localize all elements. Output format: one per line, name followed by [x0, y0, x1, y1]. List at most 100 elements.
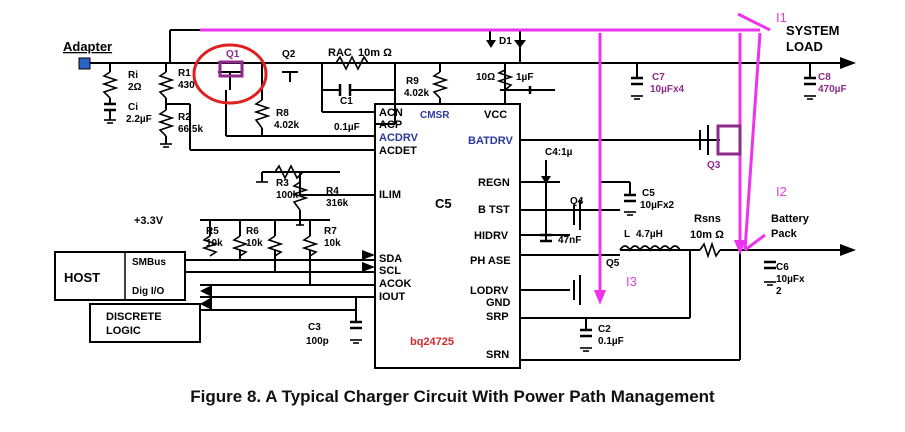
- r4-value: 316k: [326, 198, 349, 209]
- c1-value: 0.1µF: [334, 122, 360, 133]
- pin-iout: IOUT: [379, 291, 406, 303]
- q1-body: [218, 60, 244, 78]
- host-box: [54, 251, 186, 301]
- ic-c5-body: [374, 103, 521, 369]
- l-value: 4.7µH: [636, 229, 663, 240]
- r6-value: 10k: [246, 238, 263, 249]
- rac-label: RAC: [328, 47, 352, 59]
- c7-label: C7: [652, 72, 665, 83]
- battery-label-2: Pack: [771, 228, 798, 240]
- r1-value: 430: [178, 80, 195, 91]
- cmsr-label: CMSR: [420, 110, 450, 121]
- pin-acdet: ACDET: [379, 145, 417, 157]
- c1u-label: 1µF: [516, 72, 533, 83]
- q1-highlight-circle: [192, 43, 268, 105]
- q3-label: Q3: [707, 160, 721, 171]
- r1-label: R1: [178, 68, 191, 79]
- c4-label: C4:1µ: [545, 147, 573, 158]
- pin-sda: SDA: [379, 253, 402, 265]
- annotation-i2: I2: [776, 184, 787, 199]
- c6-value-1: 10µFx: [776, 274, 805, 285]
- current-path-arrows: [594, 240, 746, 305]
- discrete-label-1: DISCRETE: [106, 311, 162, 323]
- c7-value: 10µFx4: [650, 84, 685, 95]
- r5-label: R5: [206, 226, 219, 237]
- r8-label: R8: [276, 108, 289, 119]
- q2-label: Q2: [282, 49, 296, 60]
- d1-label: D1: [499, 36, 512, 47]
- r3-value: 100k: [276, 190, 299, 201]
- inductor-l: [619, 245, 681, 252]
- r5-value: 10k: [206, 238, 223, 249]
- pin-btst: B TST: [478, 204, 510, 216]
- ic-part-label: bq24725: [410, 336, 454, 348]
- ri-value: 2Ω: [128, 82, 142, 93]
- ground-symbols: [104, 95, 816, 352]
- r6-label: R6: [246, 226, 259, 237]
- q1-label: Q1: [226, 49, 240, 60]
- system-load-label-1: SYSTEM: [786, 23, 839, 38]
- q3-body: [716, 124, 742, 156]
- ci-label: Ci: [128, 102, 138, 113]
- r9-value: 4.02k: [404, 88, 429, 99]
- c3-label: C3: [308, 322, 321, 333]
- arrowheads: [200, 57, 856, 310]
- pin-hidrv: HIDRV: [474, 230, 509, 242]
- pin-acn: ACN: [379, 107, 403, 119]
- c6-label: C6: [776, 262, 789, 273]
- annotation-i3: I3: [626, 274, 637, 289]
- c6-value-2: 2: [776, 286, 782, 297]
- c5-value: 10µFx2: [640, 200, 675, 211]
- c2-value: 0.1µF: [598, 336, 624, 347]
- pin-srn: SRN: [486, 349, 509, 361]
- pin-acp: ACP: [379, 119, 402, 131]
- discrete-logic-box: [89, 303, 201, 343]
- r8-value: 4.02k: [274, 120, 299, 131]
- rac-value: 10m Ω: [358, 47, 392, 59]
- pin-srp: SRP: [486, 311, 509, 323]
- smbus-label: SMBus: [132, 257, 166, 268]
- pin-lodrv: LODRV: [470, 285, 509, 297]
- resistors: [101, 55, 721, 259]
- r3-label: R3: [276, 178, 289, 189]
- ri-label: Ri: [128, 70, 138, 81]
- host-label: HOST: [64, 270, 100, 285]
- r4-label: R4: [326, 186, 339, 197]
- r7-label: R7: [324, 226, 337, 237]
- c2-label: C2: [598, 324, 611, 335]
- r9-label: R9: [406, 76, 419, 87]
- r10-label: 10Ω: [476, 72, 495, 83]
- pin-regn: REGN: [478, 177, 510, 189]
- adapter-terminal: [78, 57, 91, 70]
- ci-value: 2.2µF: [126, 114, 152, 125]
- rsns-label: Rsns: [694, 213, 721, 225]
- c47n-label: 47nF: [558, 235, 581, 246]
- c3-value: 100p: [306, 336, 329, 347]
- schematic-diagram: Adapter SYSTEM LOAD Battery Pack HOST SM…: [54, 10, 856, 369]
- battery-label-1: Battery: [771, 213, 810, 225]
- system-load-label-2: LOAD: [786, 39, 823, 54]
- annotation-i1: I1: [776, 10, 787, 25]
- r2-value: 66.5k: [178, 124, 203, 135]
- pin-ilim: ILIM: [379, 189, 401, 201]
- pin-acok: ACOK: [379, 278, 411, 290]
- discrete-label-2: LOGIC: [106, 325, 141, 337]
- rsns-value: 10m Ω: [690, 229, 724, 241]
- pin-phase: PH ASE: [470, 255, 511, 267]
- capacitors: [104, 76, 816, 338]
- c8-label: C8: [818, 72, 831, 83]
- ic-name-label: C5: [435, 196, 452, 211]
- adapter-label: Adapter: [63, 39, 112, 54]
- diodes: [486, 40, 551, 184]
- current-path-annotations: [200, 12, 771, 300]
- pin-gnd: GND: [486, 297, 511, 309]
- q4-label: Q4: [570, 196, 584, 207]
- pin-batdrv: BATDRV: [468, 135, 513, 147]
- pin-acdrv: ACDRV: [379, 132, 419, 144]
- pin-scl: SCL: [379, 265, 401, 277]
- q5-label: Q5: [606, 258, 620, 269]
- l-label: L: [624, 229, 630, 240]
- pin-vcc: VCC: [484, 109, 507, 121]
- c8-value: 470µF: [818, 84, 847, 95]
- dig-io-label: Dig I/O: [132, 286, 164, 297]
